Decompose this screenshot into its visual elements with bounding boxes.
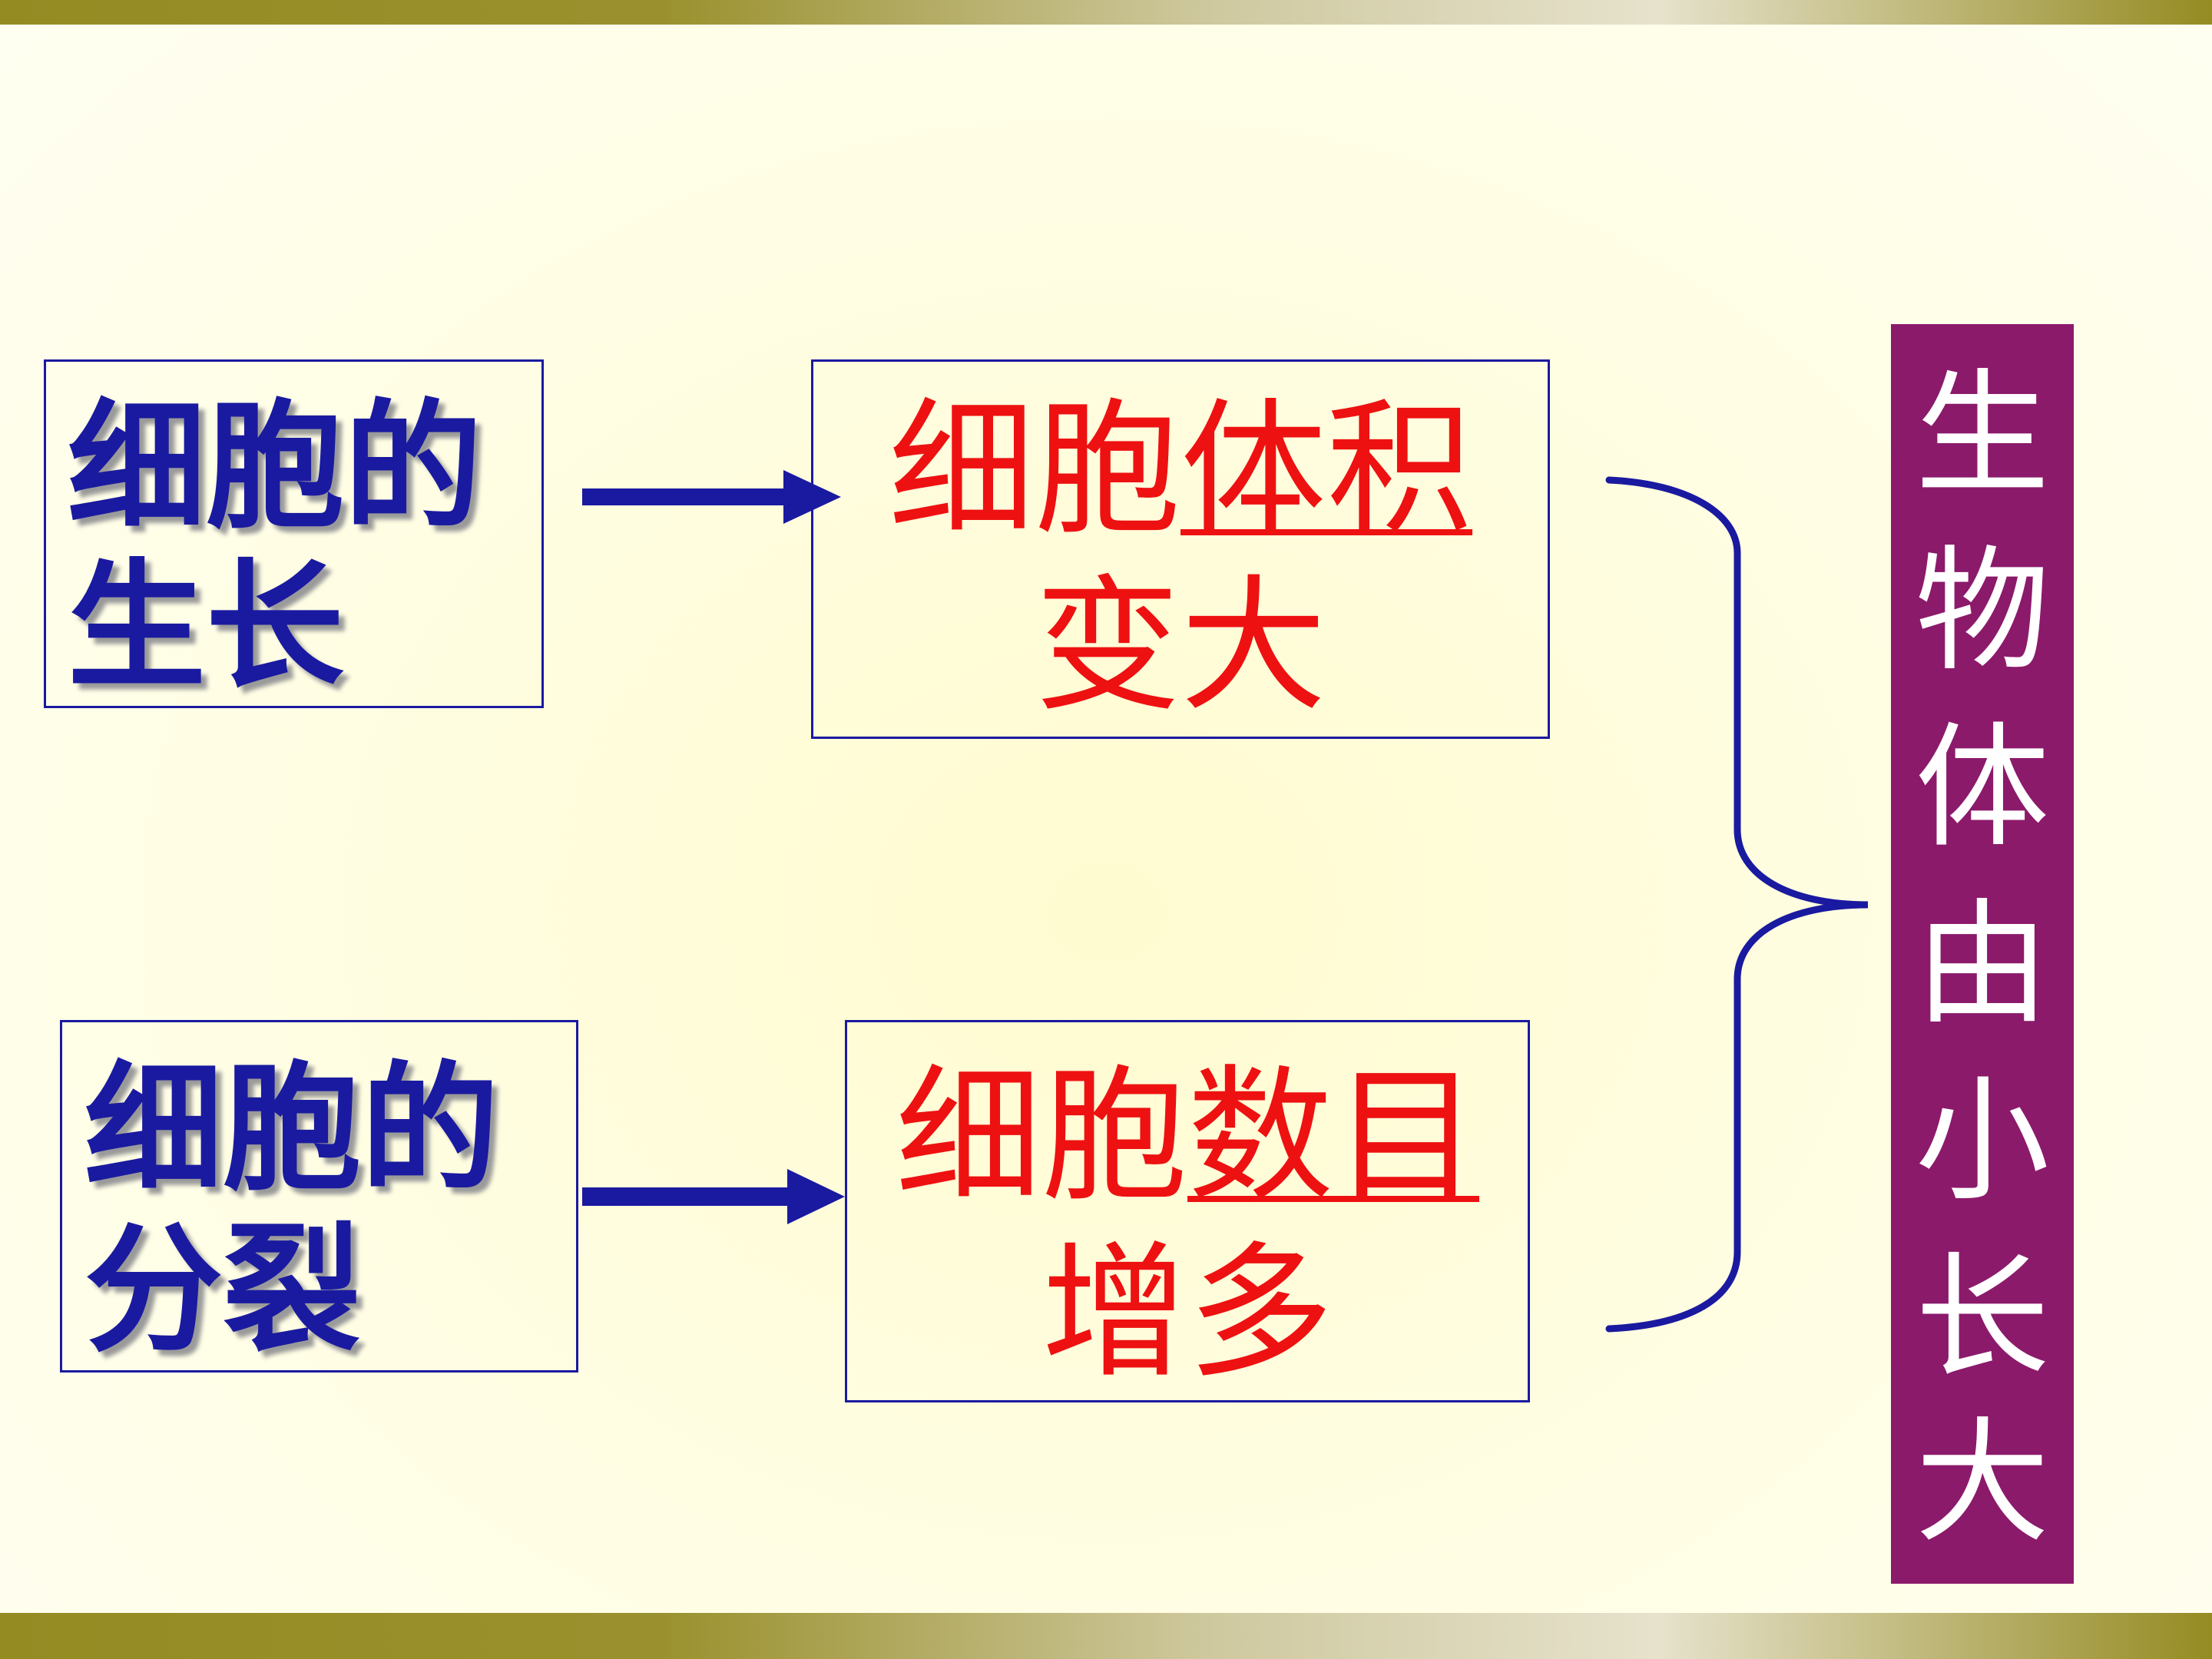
conclusion-panel: 生 物 体 由 小 长 大 [1891,324,2074,1584]
division-result-box [845,1020,1530,1402]
growth-result-plain: 细胞 [888,385,1181,555]
bottom-decor-bar [0,1613,2212,1659]
growth-result-line1: 细胞体积 [811,386,1550,555]
division-source-line2: 分裂 [84,1209,362,1371]
conclusion-char: 体 [1915,710,2050,866]
growth-source-line1: 细胞的 [68,386,483,548]
conclusion-char: 生 [1915,357,2050,513]
conclusion-char: 大 [1915,1406,2050,1561]
conclusion-char: 物 [1915,534,2050,690]
growth-source-box [44,359,544,708]
growth-result-box [811,359,1550,739]
top-decor-bar [0,0,2212,25]
growth-result-underlined: 体积 [1181,385,1473,555]
conclusion-char: 小 [1915,1064,2050,1220]
growth-source-line2: 生长 [68,545,345,707]
growth-result-line2: 变大 [1034,561,1326,731]
conclusion-char: 长 [1915,1240,2050,1396]
division-result-line1: 细胞数目 [845,1052,1530,1221]
growth-arrow [582,470,841,524]
division-result-plain: 细胞 [895,1051,1187,1221]
division-result-underlined: 数目 [1187,1051,1480,1221]
division-source-box [60,1020,578,1373]
division-source-line1: 细胞的 [84,1048,500,1210]
division-arrow [582,1169,845,1224]
merge-brace [1605,476,1869,1333]
conclusion-char: 由 [1915,887,2050,1043]
division-result-line2: 增多 [1041,1228,1333,1398]
